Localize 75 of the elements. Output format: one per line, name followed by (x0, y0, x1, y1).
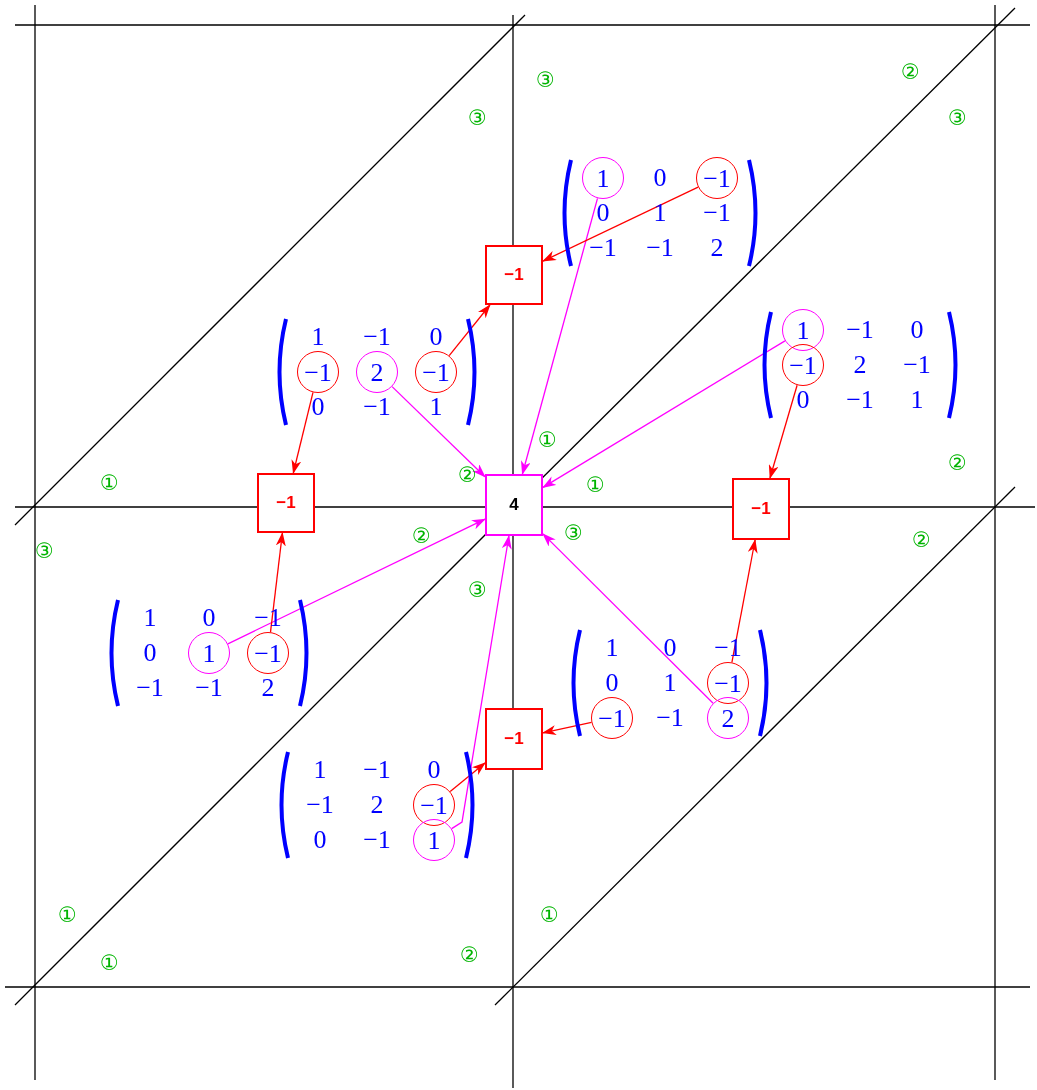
value-box: −1 (257, 473, 315, 533)
matrix-entry: −1 (362, 754, 392, 786)
matrix-entry: 0 (795, 384, 811, 416)
arrow (291, 391, 314, 474)
region-number: ② (458, 463, 477, 487)
matrix-entry: 1 (652, 197, 668, 229)
matrix-entry: 0 (909, 314, 925, 346)
region-number: ① (100, 951, 119, 975)
matrix-entry: 1 (662, 667, 678, 699)
matrix-entry: 0 (310, 391, 326, 423)
region-number: ③ (468, 578, 487, 602)
matrix-entry: 0 (604, 667, 620, 699)
matrix-entry: −1 (194, 672, 224, 704)
value-box: 4 (485, 474, 543, 536)
matrix-entry: −1 (902, 349, 932, 381)
region-number: ③ (536, 68, 555, 92)
region-number: ② (460, 943, 479, 967)
arrow (542, 340, 786, 489)
arrow (448, 304, 491, 357)
matrix-entry: 2 (852, 349, 868, 381)
region-number: ② (901, 60, 920, 84)
arrow (449, 762, 486, 793)
arrow (521, 197, 599, 475)
arrow (269, 532, 286, 633)
matrix-entry: 2 (369, 789, 385, 821)
matrix-entry: 0 (652, 162, 668, 194)
arrow (391, 385, 486, 478)
matrix-entry: −1 (362, 391, 392, 423)
matrix-entry: 1 (312, 754, 328, 786)
region-number: ② (912, 528, 931, 552)
value-box: −1 (732, 478, 790, 540)
arrow (542, 186, 699, 262)
matrix-entry: 2 (260, 672, 276, 704)
matrix-entry: −1 (362, 824, 392, 856)
matrix-entry: 1 (909, 384, 925, 416)
region-number: ① (100, 471, 119, 495)
matrix-entry: −1 (588, 232, 618, 264)
matrix-entry: 0 (142, 637, 158, 669)
region-number: ① (586, 473, 605, 497)
matrix-entry: 0 (426, 754, 442, 786)
arrow (731, 539, 758, 664)
arrow (451, 535, 512, 830)
value-box: −1 (485, 708, 543, 770)
matrix-entry: 0 (428, 321, 444, 353)
region-number: ③ (35, 539, 54, 563)
region-number: ③ (468, 106, 487, 130)
matrix-entry: 0 (201, 602, 217, 634)
value-box: −1 (485, 245, 543, 305)
region-number: ③ (948, 106, 967, 130)
matrix-entry: −1 (645, 232, 675, 264)
matrix-entry: −1 (702, 197, 732, 229)
region-number: ① (58, 903, 77, 927)
matrix-entry: 1 (310, 321, 326, 353)
region-number: ① (540, 903, 559, 927)
matrix-entry: −1 (845, 314, 875, 346)
matrix-entry: 1 (604, 632, 620, 664)
matrix-entry: −1 (135, 672, 165, 704)
matrix-entry: 1 (428, 391, 444, 423)
matrix-entry: −1 (362, 321, 392, 353)
arrow (227, 518, 486, 645)
matrix-entry: 0 (595, 197, 611, 229)
matrix-entry: 2 (709, 232, 725, 264)
arrow (768, 384, 798, 479)
region-number: ② (412, 524, 431, 548)
matrix-entry: −1 (845, 384, 875, 416)
region-number: ① (538, 428, 557, 452)
region-number: ③ (564, 521, 583, 545)
matrix-entry: −1 (655, 702, 685, 734)
matrix-entry: 0 (312, 824, 328, 856)
region-number: ② (948, 451, 967, 475)
arrow (542, 721, 593, 735)
matrix-entry: −1 (305, 789, 335, 821)
matrix-entry: 0 (662, 632, 678, 664)
arrow (542, 533, 714, 704)
matrix-entry: 1 (142, 602, 158, 634)
